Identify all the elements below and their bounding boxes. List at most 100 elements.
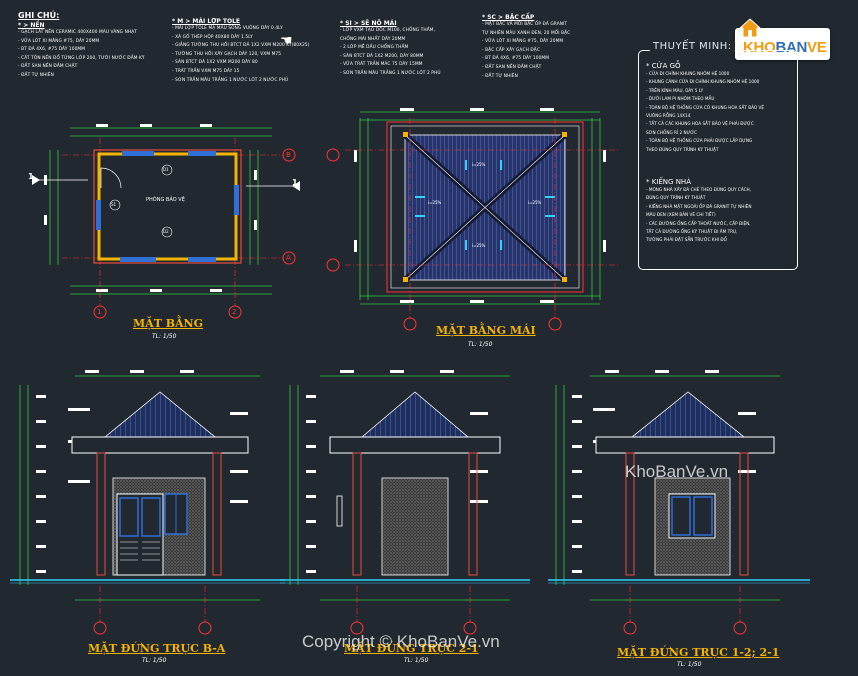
explanation-house-line: ĐÚNG QUY TRÌNH KỸ THUẬT: [646, 195, 706, 201]
elev1-column-right: [212, 452, 222, 576]
roof-slope-label: i=25%: [428, 200, 442, 205]
watermark-text: KhoBanVe.vn: [625, 462, 729, 481]
elev3-window-glass: [671, 496, 713, 536]
elev1-axis-lines: [99, 586, 206, 622]
plan-axis-bubbles: [93, 148, 296, 319]
notes-step-head: * SC > BẬC CẤP: [482, 14, 535, 21]
explanation-door-line: - KHUNG CÁNH CỬA ĐI CHÍNH KHUNG NHÔM HỆ …: [646, 79, 760, 85]
notes-roof-line: - SÀN BTCT ĐÁ 1X2 VXM M200 DÀY 80: [172, 60, 258, 66]
logo-part-kho: KHO: [743, 39, 776, 56]
elev1-door-glass: [119, 497, 161, 537]
notes-wc-line: - SÀN BTCT ĐÁ 1X2 M200, DÀY 80MM: [340, 53, 424, 59]
elevation-b-a: [10, 370, 285, 635]
elevation-2-1: [280, 370, 530, 635]
elev2-side-window: [336, 495, 343, 527]
roof-gutter: [390, 125, 580, 289]
plan-axis-1: 1: [97, 308, 102, 316]
logo-part-ban: BAN: [775, 39, 808, 56]
elev2-title: MẶT ĐỨNG TRỤC 2-1: [344, 642, 479, 655]
plan-tag-circles: [109, 164, 173, 238]
elev1-roof: [103, 391, 217, 438]
plan-dimension-ticks: [44, 124, 257, 292]
elev2-dimension-lines: [289, 375, 510, 601]
plan-axis-a: A: [286, 254, 291, 262]
roof-axis-bubbles: [326, 148, 562, 331]
explanation-house-head: * KIẾNG NHÀ: [646, 178, 691, 186]
notes-roof-line: - TRÁT TRẦN VXM M75 DÀY 15: [172, 68, 240, 74]
plan-outer-walls: [93, 149, 242, 264]
explanation-door-line: THEO ĐÚNG QUY TRÌNH KỸ THUẬT: [646, 146, 719, 152]
brand-logo-text: KHOBANVE: [743, 39, 827, 56]
explanation-house-line: MÀU ĐEN (XEM BẢN VẼ CHI TIẾT): [646, 212, 716, 218]
explanation-door-line: - CỬA ĐI CHÍNH KHUNG NHÔM HỆ 1000: [646, 71, 730, 76]
explanation-house: * KIẾNG NHÀ - MÓNG NHÀ XÂY ĐÁ CHẺ THEO Đ…: [646, 178, 751, 245]
explanation-door-line: - TOÀN BỘ HỆ THỐNG CỬA CÓ KHUNG HOA SẮT …: [646, 104, 765, 110]
notes-roof-head: * M > MÁI LỢP TOLE: [172, 18, 241, 25]
elev1-door-louvers: [120, 541, 160, 561]
notes-floor: * > NỀN - GẠCH LÁT NỀN CERAMIC 400X400 M…: [18, 22, 145, 81]
logo-part-ve: VE: [807, 39, 827, 56]
plan-section-label-right: 1: [292, 178, 298, 187]
elev2-scale: TL: 1/50: [404, 657, 429, 664]
notes-floor-head: * > NỀN: [18, 22, 45, 29]
roof-dimension-ticks: [354, 108, 606, 303]
explanation-title: THUYẾT MINH:: [650, 41, 735, 52]
roof-plan-title: MẶT BẰNG MÁI: [436, 324, 536, 337]
notes-wc-line: CHỐNG MÀI NHẤT DÀY 20MM: [340, 36, 406, 42]
notes-title: GHI CHÚ:: [18, 11, 60, 20]
explanation-door-line: - TẤT CẢ CÁC KHUNG HOA SẮT BẢO VỆ PHẢI Đ…: [646, 121, 754, 127]
elev1-door: [116, 493, 164, 576]
elev2-column-left: [352, 452, 362, 576]
explanation-door-head: * CỬA GỖ: [646, 62, 681, 70]
house-logo-icon: [739, 18, 761, 38]
explanation-door: * CỬA GỖ - CỬA ĐI CHÍNH KHUNG NHÔM HỆ 10…: [646, 62, 764, 154]
notes-roof-line: - TƯỜNG THU HỒI XÂY GẠCH DÀY 120, VXM M7…: [172, 51, 282, 57]
roof-plan: [326, 108, 620, 331]
plan-scale: TL: 1/50: [152, 333, 177, 340]
copyright-text: Copyright © KhoBanVe.vn: [302, 632, 500, 651]
brand-logo: KHOBANVE: [735, 18, 830, 60]
notes-floor-line: - GẠCH LÁT NỀN CERAMIC 400X400 MÀU VÀNG …: [18, 30, 137, 35]
elev3-window: [668, 493, 716, 539]
notes-roof-line: - XÀ GỒ THÉP HỘP 40X80 DÀY 1.5LY: [172, 34, 253, 40]
roof-slope-label: i=25%: [472, 243, 486, 248]
hand-cursor-icon: ☚: [280, 33, 293, 49]
notes-wc-line: - LỚP VXM TẠO DỐC M100, CHỐNG THẤM,: [340, 28, 436, 33]
elev1-title: MẶT ĐỨNG TRỤC B-A: [88, 642, 226, 655]
notes-step-line: - VỮA LÓT XI MĂNG #75, DÀY 20MM: [482, 39, 564, 45]
explanation-door-line: SƠN CHỐNG RỈ 2 NƯỚC: [646, 129, 697, 135]
notes-roof: * M > MÁI LỢP TOLE - MÁI LỢP TOLE MẠ MÀU…: [172, 18, 310, 85]
plan-windows: [96, 151, 239, 262]
notes-step-line: - BT ĐÁ 4X6, #75 DÀY 100MM: [482, 56, 550, 62]
elev3-dimension-lines: [555, 375, 780, 601]
roof-plan-scale: TL: 1/50: [468, 341, 493, 348]
plan-room-label: PHÒNG BẢO VỆ: [146, 197, 185, 203]
plan-dimension-lines: [49, 127, 272, 295]
notes-floor-line: - VỮA LÓT XI MĂNG #75, DÀY 20MM: [18, 38, 100, 44]
roof-hip-outline: [404, 134, 566, 281]
notes-wc-line: - 2 LỚP MỀ DẦU CHỐNG THẤM: [340, 45, 409, 51]
plan-section-label-left: 1: [28, 172, 34, 181]
explanation-house-line: - KIẾNG NHÀ MẶT NGOÀI ỐP ĐÁ GRANIT TỰ NH…: [646, 203, 752, 209]
notes-roof-line: - GIẰNG TƯỜNG THU HỒI BTCT ĐÁ 1X2 VXM M2…: [172, 43, 310, 49]
elev3-roof: [630, 391, 746, 438]
notes-roof-line: - MÁI LỢP TOLE MẠ MÀU SÓNG VUÔNG DÀY 0.4…: [172, 26, 283, 31]
elevation-1-2-2-1: [548, 370, 810, 635]
elev1-dimension-ticks: [36, 370, 248, 573]
notes-wc-line: - VỮA TRÁT TRẦN MÁC 75 DÀY 15MM: [340, 62, 423, 68]
notes-wc: * SI > SÊ NÔ MÁI - LỚP VXM TẠO DỐC M100,…: [340, 20, 441, 79]
explanation-house-line: TƯỜNG PHẢI ĐẶT SẴN TRƯỚC KHI ĐỔ: [646, 237, 727, 243]
elev1-dimension-lines: [19, 375, 260, 601]
elev2-axis-lines: [356, 586, 471, 622]
notes-step: * SC > BẬC CẤP - MẶT BẬC VÀ MÕI BẬC ỐP Đ…: [482, 14, 570, 81]
elev2-roof: [360, 391, 470, 438]
notes-floor-line: - BT ĐÁ 4X6, #75 DÀY 100MM: [18, 47, 86, 53]
notes-floor-line: - ĐẤT TỰ NHIÊN: [18, 72, 54, 78]
notes-step-line: TỰ NHIÊN MÀU XANH ĐEN, 20 MỐI BẬC: [482, 30, 571, 36]
explanation-house-line: - CÁC ĐƯỜNG ỐNG CẤP THOÁT NƯỚC, CẤP ĐIỆN…: [646, 220, 751, 226]
elev2-wall-stone: [381, 477, 449, 576]
elev3-axis-bubbles: [623, 621, 747, 635]
plan-tag-d1: D1: [163, 167, 169, 172]
elev3-column-right: [739, 452, 749, 576]
